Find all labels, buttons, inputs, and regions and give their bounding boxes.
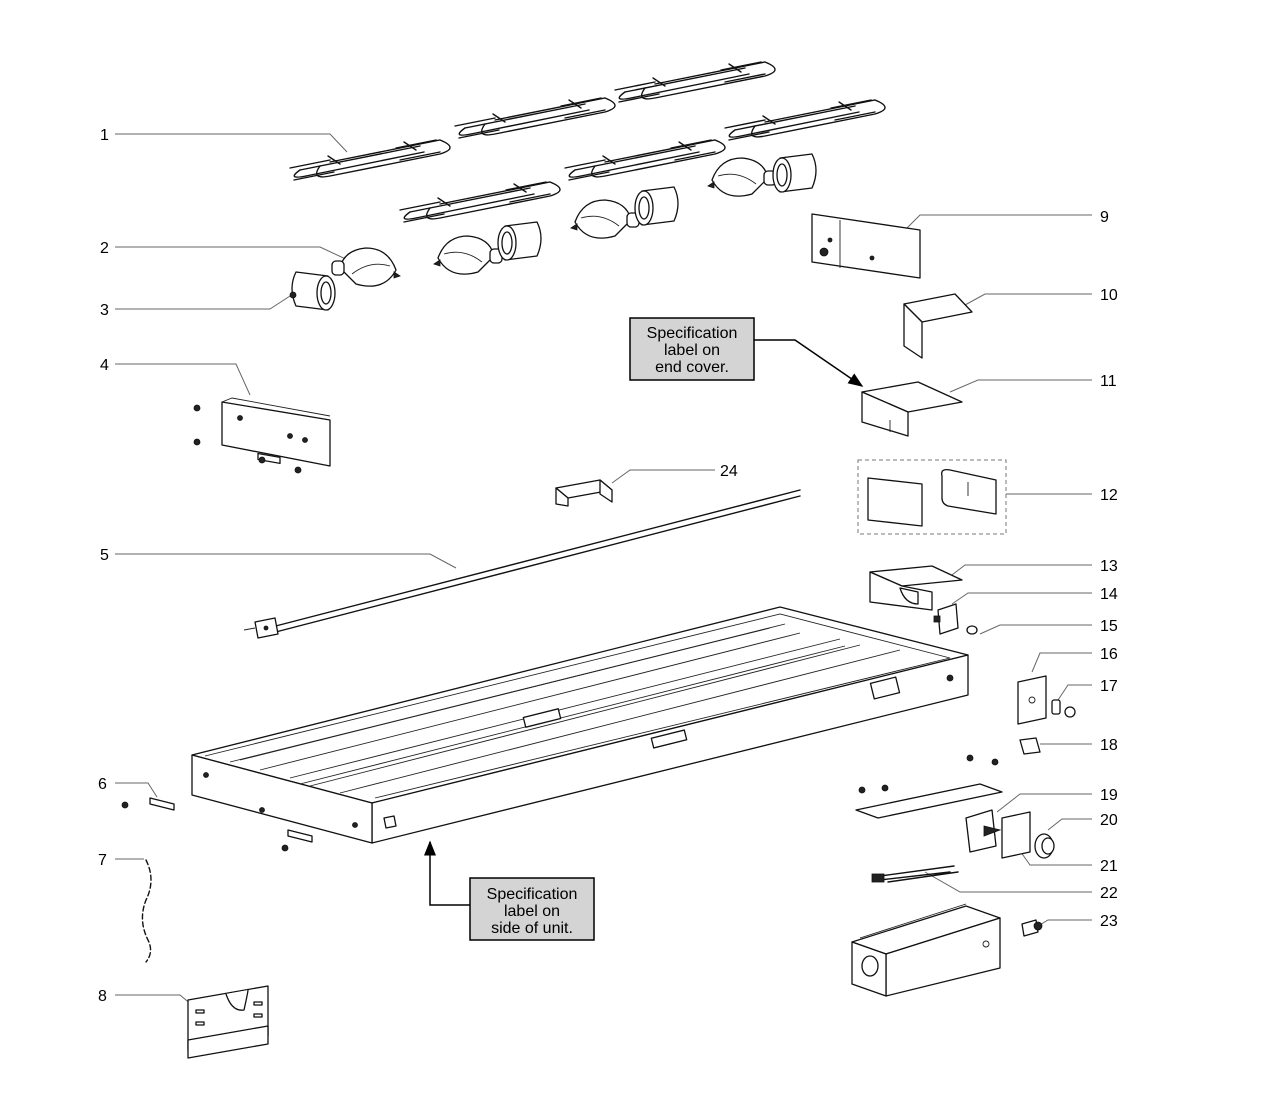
terminal-leads — [871, 865, 959, 883]
note-side-line-2: label on — [504, 903, 560, 920]
callout-21: 21 — [1100, 858, 1118, 875]
callout-15: 15 — [1100, 618, 1118, 635]
gasket-set — [857, 459, 1007, 535]
callout-2: 2 — [100, 240, 109, 257]
terminal-block — [1019, 737, 1041, 755]
callout-14: 14 — [1100, 586, 1118, 603]
note-end-cover-line-3: end cover. — [655, 359, 729, 376]
control-box — [851, 903, 1001, 997]
control-knob — [1034, 833, 1055, 859]
callout-8: 8 — [98, 988, 107, 1005]
callout-20: 20 — [1100, 812, 1118, 829]
note-side-line-3: side of unit. — [491, 920, 573, 937]
callout-23: 23 — [1100, 913, 1118, 930]
mounting-bracket — [187, 985, 269, 1059]
end-cover — [861, 381, 963, 437]
note-end-cover-line-1: Specification — [647, 325, 738, 342]
end-bracket-left — [193, 397, 331, 474]
heating-elements — [289, 61, 886, 223]
switch-plate — [1017, 675, 1047, 725]
note-side-line-1: Specification — [487, 886, 578, 903]
callout-12: 12 — [1100, 487, 1118, 504]
callout-22: 22 — [1100, 885, 1118, 902]
hanger-plates — [121, 797, 313, 852]
lamp-bulbs — [331, 157, 777, 287]
callout-13: 13 — [1100, 558, 1118, 575]
callout-3: 3 — [100, 302, 109, 319]
callout-19: 19 — [1100, 787, 1118, 804]
callout-9: 9 — [1100, 209, 1109, 226]
callout-24: 24 — [720, 463, 738, 480]
bottom-plate — [855, 754, 1003, 819]
small-bracket — [555, 479, 613, 507]
main-housing — [191, 606, 969, 844]
callout-5: 5 — [100, 547, 109, 564]
callout-1: 1 — [100, 127, 109, 144]
callout-numbers: 1 2 3 4 5 6 7 8 9 10 11 12 13 14 15 16 1… — [98, 127, 1118, 1005]
probe-rod — [243, 489, 801, 639]
end-plate-right — [811, 213, 921, 279]
switch — [933, 603, 959, 635]
note-side-of-unit: Specification label on side of unit. — [424, 840, 595, 941]
switch-boot — [966, 625, 978, 635]
hanging-chain — [141, 859, 152, 963]
callout-16: 16 — [1100, 646, 1118, 663]
lower-cover — [869, 565, 963, 611]
note-end-cover: Specification label on end cover. — [629, 317, 864, 387]
thermostat — [965, 809, 1002, 853]
fuse-holder — [1021, 919, 1043, 937]
callout-10: 10 — [1100, 287, 1118, 304]
end-cover-upper — [903, 293, 973, 359]
callout-6: 6 — [98, 776, 107, 793]
knob-plate — [1001, 811, 1031, 859]
callout-4: 4 — [100, 357, 109, 374]
lamp-sockets — [289, 153, 817, 311]
callout-11: 11 — [1100, 373, 1117, 390]
callout-17: 17 — [1100, 678, 1118, 695]
callout-7: 7 — [98, 852, 107, 869]
callout-18: 18 — [1100, 737, 1118, 754]
note-end-cover-line-2: label on — [664, 342, 720, 359]
nut-washer — [1051, 699, 1076, 718]
